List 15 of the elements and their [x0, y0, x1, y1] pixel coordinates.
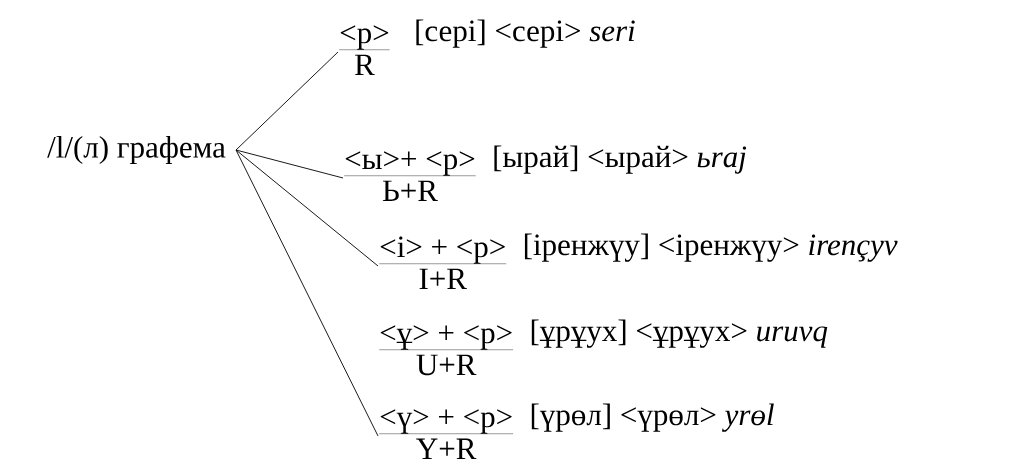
connector-line — [235, 149, 379, 267]
fraction: <р> R — [339, 25, 390, 75]
fraction: <і> + <р> I+R — [379, 236, 507, 289]
transcription-text: [ырай] <ырай> ьraj — [494, 145, 747, 174]
connector-line — [235, 149, 344, 179]
fraction: <ы>+ <р> Ь+R — [344, 151, 476, 201]
grapheme-label: /l/(л) графема — [47, 135, 226, 165]
transcription-text: [іренжүу] <іренжүу> irençyv — [524, 233, 898, 262]
transcription-text: [ұрұух] <ұрұух> uruvq — [531, 319, 828, 348]
fraction: <ү> + <р> Y+R — [379, 409, 514, 459]
connector-line — [235, 149, 379, 437]
fraction: <ұ> + <р> U+R — [379, 325, 514, 376]
transcription-text: [сері] <сері> seri — [416, 19, 635, 48]
connector-line — [235, 51, 339, 151]
transcription-text: [үрөл] <үрөл> yrөl — [531, 403, 774, 432]
